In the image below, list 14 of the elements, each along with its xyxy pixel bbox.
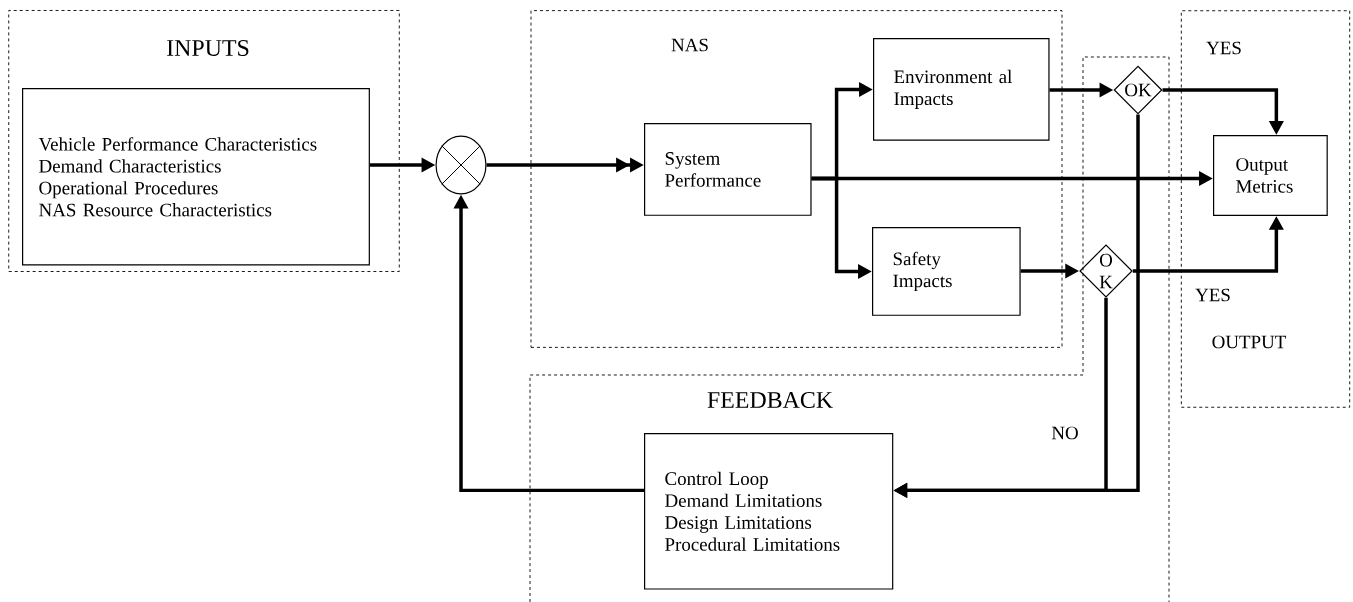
process-box: System Performance [644, 123, 812, 216]
region-heading: NAS [671, 38, 708, 52]
region-heading: INPUTS [167, 39, 249, 57]
region-heading: FEEDBACK [707, 391, 833, 409]
process-box: Vehicle Performance Characteristics Demand Characteristics Operational Procedures NAS Resource Characteristics [22, 88, 370, 266]
region-heading: OUTPUT [1212, 335, 1286, 349]
process-box: Output Metrics [1213, 135, 1328, 216]
edge-label: NO [1050, 425, 1080, 441]
edge-label: YES [1205, 40, 1243, 56]
process-box: Safety Impacts [872, 227, 1021, 316]
edge-label: YES [1194, 287, 1232, 303]
process-box: Environment al Impacts [873, 38, 1050, 141]
process-box: Control Loop Demand Limitations Design Limitations Procedural Limitations [644, 433, 894, 590]
summing-junction [435, 135, 487, 195]
